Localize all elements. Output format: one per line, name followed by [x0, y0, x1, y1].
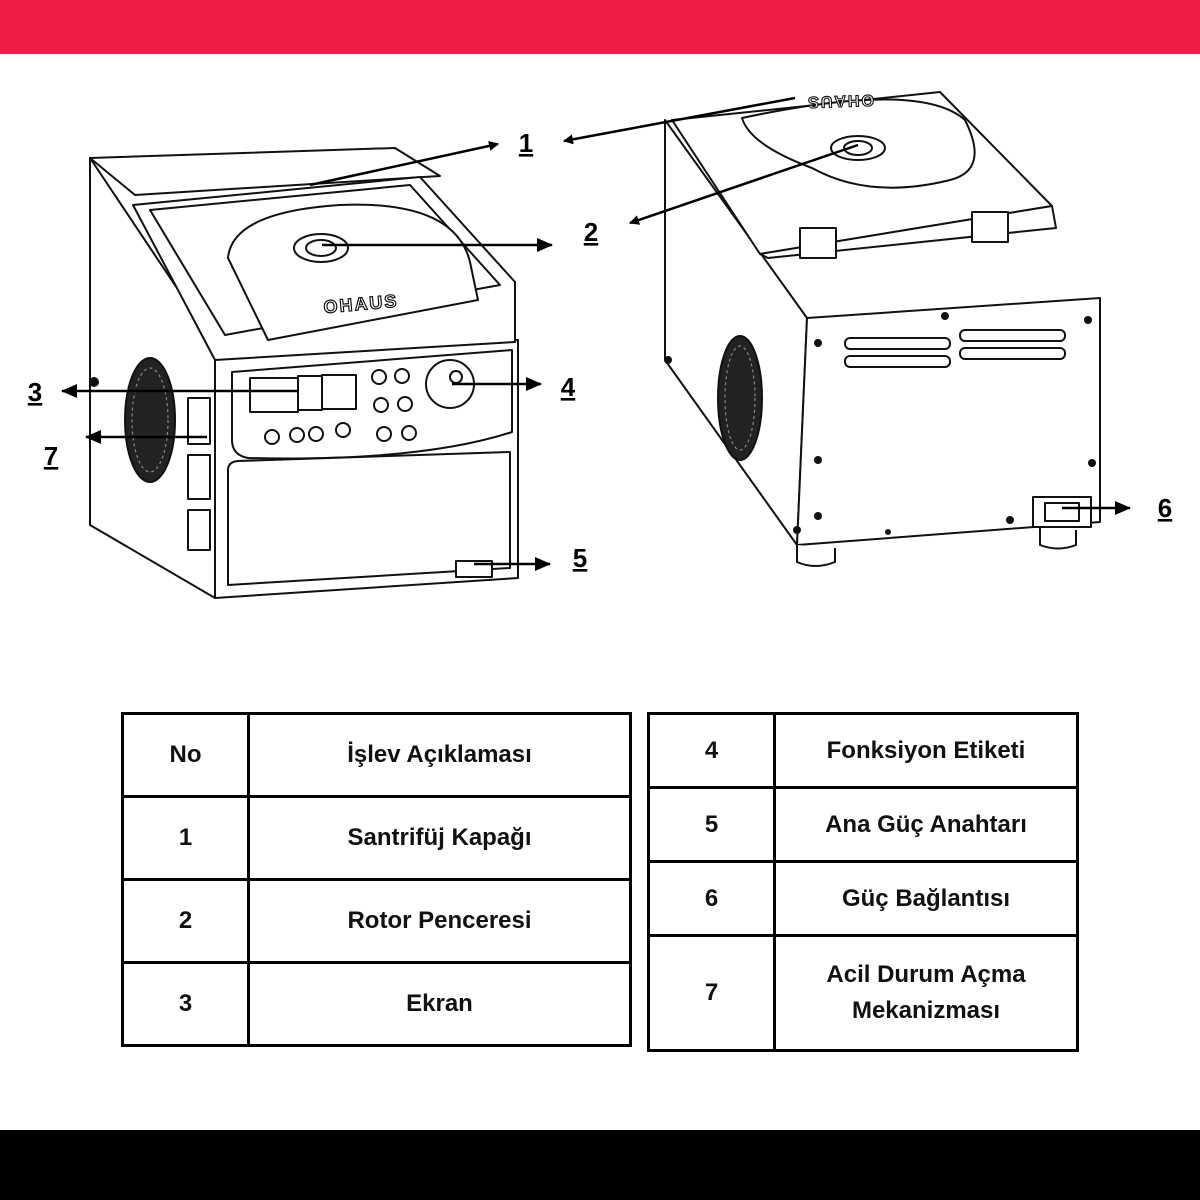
legend-row: 5 Ana Güç Anahtarı: [647, 786, 1079, 863]
front-view-device: [89, 147, 519, 599]
callout-7: 7: [44, 441, 58, 471]
top-accent-bar: [0, 0, 1200, 54]
legend-row-desc-line1: Acil Durum Açma: [826, 961, 1026, 988]
arrow-1-front: [309, 141, 499, 187]
legend-row-desc-line2: Mekanizması: [851, 997, 1001, 1024]
arrow-2-back: [629, 143, 859, 225]
legend-row-desc: Fonksiyon Etiketi: [773, 712, 1079, 789]
legend-row: 7 Acil Durum Açma Mekanizması: [647, 934, 1079, 1052]
back-brand-logo: OHAUS: [806, 91, 874, 110]
legend-row: 2 Rotor Penceresi: [121, 878, 632, 964]
callout-5: 5: [573, 543, 587, 573]
legend-row-no: 2: [121, 878, 250, 964]
legend-row-no: 4: [647, 712, 776, 789]
legend-row-no: 7: [647, 934, 776, 1052]
callout-2: 2: [584, 217, 598, 247]
legend-row-desc: Ekran: [247, 961, 632, 1047]
legend-header-row: No İşlev Açıklaması: [121, 712, 632, 798]
arrow-1-back: [563, 96, 796, 145]
legend-row-desc: Ana Güç Anahtarı: [773, 786, 1079, 863]
legend-row-desc: Santrifüj Kapağı: [247, 795, 632, 881]
bottom-bar: [0, 1130, 1200, 1200]
legend-header-no: No: [121, 712, 250, 798]
back-view-device: [664, 91, 1101, 567]
centrifuge-diagram: OHAUS OHAUS: [28, 90, 1172, 599]
legend-row: 6 Güç Bağlantısı: [647, 860, 1079, 937]
legend-row-no: 1: [121, 795, 250, 881]
back-fan-grill: [717, 335, 763, 461]
legend-row-desc: Acil Durum Açma Mekanizması: [773, 934, 1079, 1052]
callout-4: 4: [561, 372, 576, 402]
legend-header-desc: İşlev Açıklaması: [247, 712, 632, 798]
front-fan-grill: [124, 357, 176, 483]
legend-row-no: 3: [121, 961, 250, 1047]
legend-row: 4 Fonksiyon Etiketi: [647, 712, 1079, 789]
legend-row-no: 5: [647, 786, 776, 863]
back-screws: [664, 312, 1096, 535]
legend-row: 3 Ekran: [121, 961, 632, 1047]
legend-row-no: 6: [647, 860, 776, 937]
legend-table-left: No İşlev Açıklaması 1 Santrifüj Kapağı 2…: [121, 712, 632, 1047]
legend-row-desc: Güç Bağlantısı: [773, 860, 1079, 937]
callout-3: 3: [28, 377, 42, 407]
callout-6: 6: [1158, 493, 1172, 523]
callout-1: 1: [519, 128, 533, 158]
legend-table-right: 4 Fonksiyon Etiketi 5 Ana Güç Anahtarı 6…: [647, 712, 1079, 1052]
legend-row-desc: Rotor Penceresi: [247, 878, 632, 964]
legend-row: 1 Santrifüj Kapağı: [121, 795, 632, 881]
